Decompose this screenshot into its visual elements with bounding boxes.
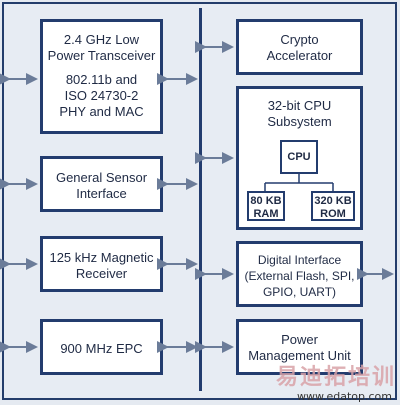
rom-label: ROM: [320, 208, 346, 220]
transceiver-line-5: PHY and MAC: [59, 104, 144, 119]
cpu-box: CPU: [280, 140, 318, 174]
transceiver-line-1: 2.4 GHz Low: [63, 32, 140, 47]
ram-label: RAM: [253, 208, 279, 220]
power-line-2: Management Unit: [248, 348, 351, 363]
magnetic-line-2: Receiver: [75, 266, 128, 281]
power-line-1: Power: [281, 332, 318, 347]
power-management-block: Power Management Unit: [236, 319, 363, 375]
sensor-line-2: Interface: [76, 186, 127, 201]
watermark-url: www.edatop.com: [297, 390, 392, 403]
crypto-line-2: Accelerator: [266, 48, 333, 63]
transceiver-line-2: Power Transceiver: [47, 48, 156, 63]
watermark-logo: 易迪拓培训: [275, 365, 396, 390]
digital-line-2: (External Flash, SPI,: [244, 269, 355, 283]
ram-size: 80 KB: [250, 195, 282, 207]
cpu-subsystem-block: 32-bit CPU Subsystem CPU 80 KB RAM 320 K…: [236, 86, 363, 230]
sensor-block: General Sensor Interface: [40, 156, 163, 212]
cpu-connector-lines: [264, 174, 334, 191]
transceiver-block: 2.4 GHz Low Power Transceiver 802.11b an…: [40, 19, 163, 134]
digital-line-3: GPIO, UART): [262, 285, 337, 299]
magnetic-line-1: 125 kHz Magnetic: [49, 250, 154, 265]
epc-block: 900 MHz EPC: [40, 319, 163, 375]
magnetic-receiver-block: 125 kHz Magnetic Receiver: [40, 236, 163, 292]
transceiver-line-3: 802.11b and: [65, 72, 138, 87]
cpu-label: CPU: [287, 151, 311, 163]
rom-box: 320 KB ROM: [311, 191, 355, 221]
cpu-subsystem-line-2: Subsystem: [267, 114, 332, 129]
sensor-line-1: General Sensor: [55, 170, 148, 185]
transceiver-line-4: ISO 24730-2: [64, 88, 139, 103]
rom-size: 320 KB: [314, 195, 352, 207]
crypto-line-1: Crypto: [280, 32, 319, 47]
epc-line-1: 900 MHz EPC: [60, 341, 143, 356]
system-bus: [199, 8, 202, 391]
digital-interface-block: Digital Interface (External Flash, SPI, …: [236, 241, 363, 307]
digital-line-1: Digital Interface: [257, 253, 342, 267]
crypto-block: Crypto Accelerator: [236, 19, 363, 75]
cpu-subsystem-line-1: 32-bit CPU: [267, 98, 332, 113]
ram-box: 80 KB RAM: [247, 191, 285, 221]
